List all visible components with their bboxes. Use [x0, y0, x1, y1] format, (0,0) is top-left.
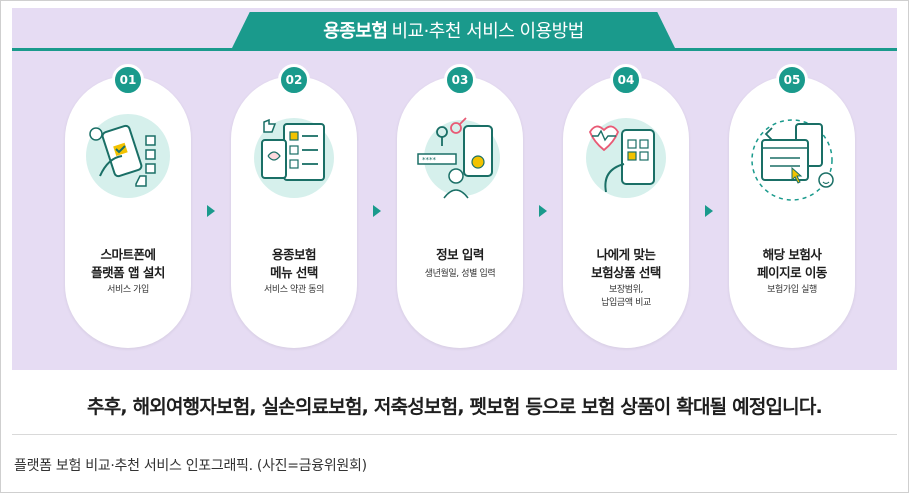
select-product-icon — [586, 118, 666, 198]
banner-title-bold: 용종보험 — [323, 21, 388, 42]
step-5-card: 05 해당 보험사 페이지로 이동 보험가입 실행 — [729, 64, 855, 348]
checklist-menu-icon — [254, 118, 334, 198]
step-title-line1: 정보 입력 — [436, 247, 484, 262]
banner-title-rest: 비교·추천 서비스 이용방법 — [391, 21, 584, 42]
step-4-card: 04 나에게 맞는 보험상품 선택 보장범위, 납입금액 비교 — [563, 64, 689, 348]
infographic-banner: 용종보험 비교·추천 서비스 이용방법 — [232, 12, 675, 48]
divider — [12, 434, 897, 435]
svg-text:****: **** — [422, 156, 437, 164]
arrow-right-icon — [373, 205, 381, 217]
step-title-line1: 용종보험 — [271, 247, 317, 262]
step-number: 02 — [278, 64, 310, 96]
step-title-line2: 페이지로 이동 — [757, 265, 827, 280]
image-caption: 플랫폼 보험 비교·추천 서비스 인포그래픽. (사진=금융위원회) — [14, 458, 367, 474]
step-subtitle-line2: 납입금액 비교 — [601, 298, 651, 308]
step-number: 01 — [112, 64, 144, 96]
step-title-line1: 해당 보험사 — [762, 247, 822, 262]
arrow-right-icon — [539, 205, 547, 217]
headline: 추후, 해외여행자보험, 실손의료보험, 저축성보험, 펫보험 등으로 보험 상… — [87, 396, 823, 418]
step-subtitle: 서비스 가입 — [107, 285, 149, 295]
step-2-card: 02 용종보험 메뉴 선택 서비스 약관 동의 — [231, 64, 357, 348]
redirect-page-icon — [751, 119, 834, 201]
step-title-line2: 보험상품 선택 — [591, 265, 661, 280]
step-number: 05 — [776, 64, 808, 96]
step-subtitle-line1: 보장범위, — [609, 285, 643, 295]
step-subtitle: 보험가입 실행 — [767, 285, 817, 295]
step-subtitle: 서비스 약관 동의 — [263, 285, 325, 295]
step-number: 03 — [444, 64, 476, 96]
arrow-right-icon — [207, 205, 215, 217]
step-3-card: 03 **** 정보 입력 생년월일, 성별 입력 — [397, 64, 523, 348]
step-title-line1: 스마트폰에 — [100, 247, 156, 262]
banner-underline — [12, 48, 897, 51]
profile-input-icon: **** — [417, 117, 500, 199]
step-subtitle: 생년월일, 성별 입력 — [424, 269, 496, 279]
step-1-card: 01 스마트폰에 플랫폼 앱 설치 서비스 가입 — [65, 64, 191, 348]
step-title-line1: 나에게 맞는 — [596, 247, 656, 262]
arrow-right-icon — [705, 205, 713, 217]
phone-install-icon — [86, 114, 170, 198]
step-title-line2: 플랫폼 앱 설치 — [91, 265, 165, 280]
step-title-line2: 메뉴 선택 — [270, 265, 318, 280]
step-number: 04 — [610, 64, 642, 96]
